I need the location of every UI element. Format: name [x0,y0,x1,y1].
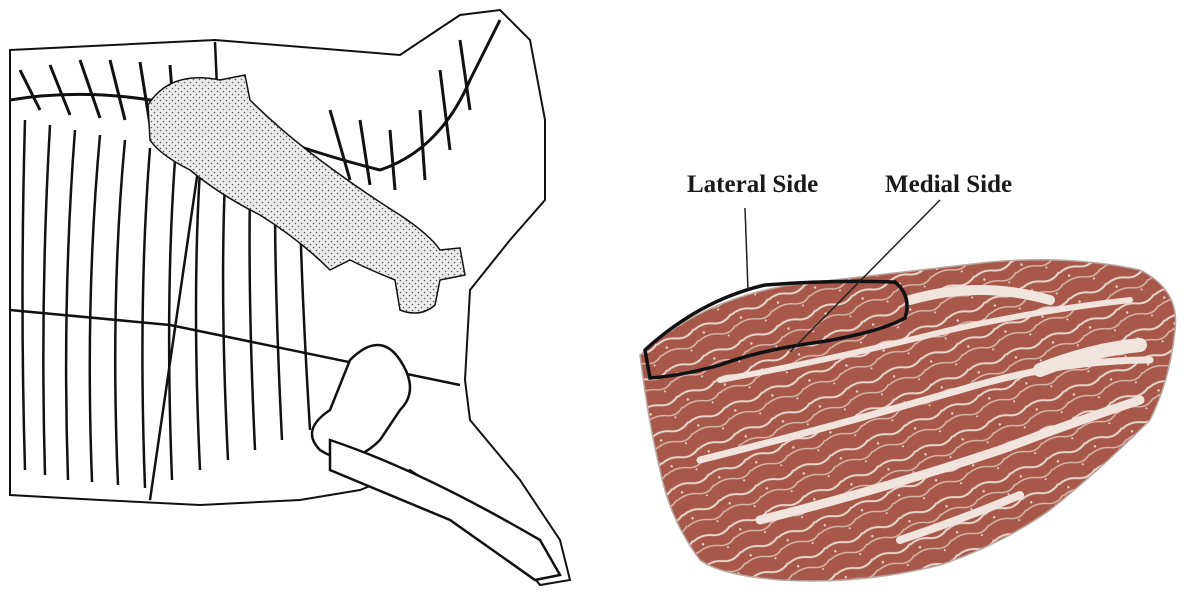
humerus-bone [312,345,410,458]
foreleg-bone [330,440,560,580]
lateral-side-label: Lateral Side [687,171,818,198]
lateral-leader-line [745,208,748,290]
medial-side-label: Medial Side [885,171,1012,198]
meat-cut-photo [640,260,1176,581]
skeleton-diagram [10,10,570,585]
